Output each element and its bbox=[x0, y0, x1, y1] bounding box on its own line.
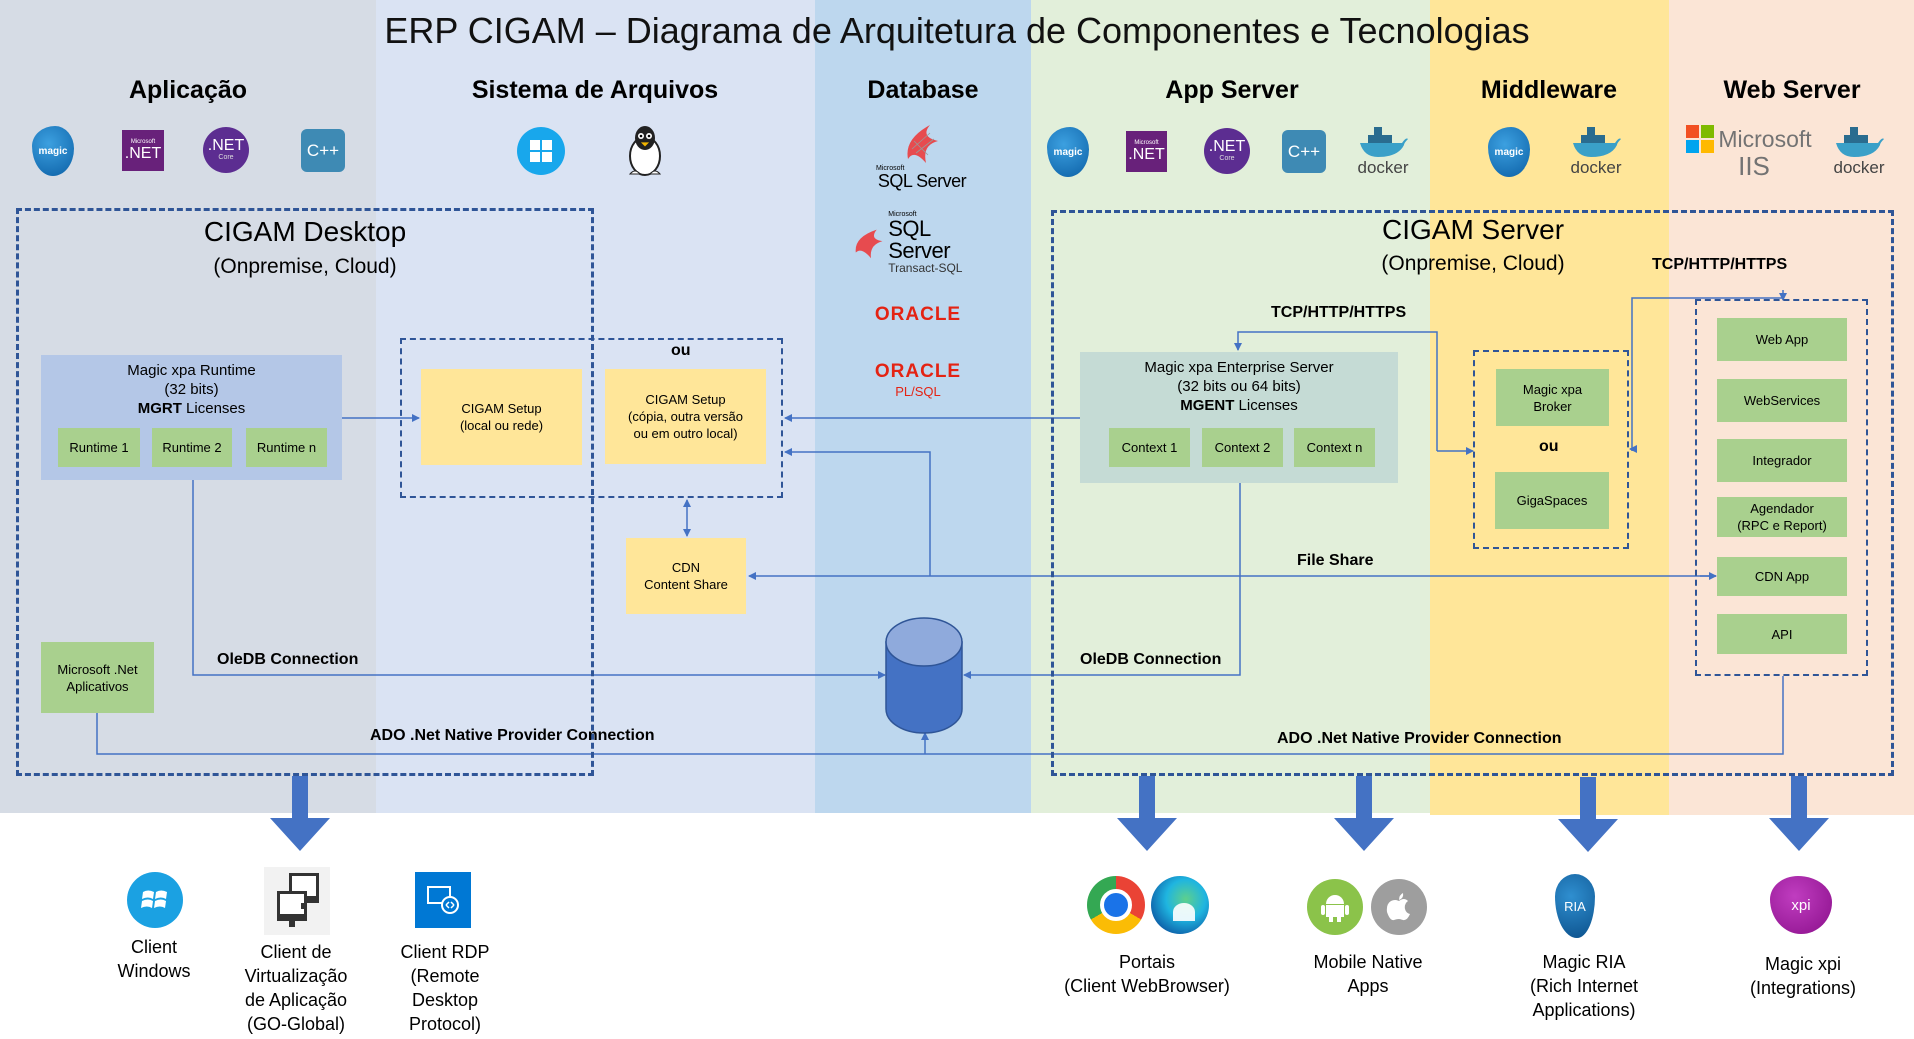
runtime-1-box: Runtime 1 bbox=[58, 428, 140, 467]
net-core-logo-icon: .NET Core bbox=[1204, 128, 1250, 174]
line-fileshare-to-setup-copy bbox=[784, 448, 931, 576]
or-label-setup: ou bbox=[671, 342, 691, 359]
context-2-box: Context 2 bbox=[1202, 428, 1283, 467]
tcp-http-https-label-1: TCP/HTTP/HTTPS bbox=[1271, 304, 1407, 321]
api-box: API bbox=[1717, 614, 1847, 654]
microsoft-net-logo-icon: Microsoft .NET bbox=[122, 130, 164, 171]
android-icon bbox=[1307, 879, 1363, 935]
tcp-http-https-label-2: TCP/HTTP/HTTPS bbox=[1652, 256, 1788, 273]
column-header-middleware: Middleware bbox=[1480, 76, 1618, 104]
column-header-aplicacao: Aplicação bbox=[128, 76, 248, 104]
middleware-group bbox=[1473, 350, 1629, 549]
cigam-server-title: CIGAM Server bbox=[1381, 214, 1565, 245]
runtime-2-box: Runtime 2 bbox=[152, 428, 232, 467]
column-header-sistema-arquivos: Sistema de Arquivos bbox=[471, 76, 719, 104]
client-magic-ria-label: Magic RIA (Rich Internet Applications) bbox=[1529, 952, 1639, 1020]
down-arrow-portais-icon bbox=[1117, 776, 1177, 851]
oledb-connection-right-label: OleDB Connection bbox=[1080, 651, 1222, 668]
webservices-box: WebServices bbox=[1717, 379, 1847, 422]
magic-logo-icon: magic bbox=[1488, 127, 1530, 177]
cigam-desktop-title: CIGAM Desktop bbox=[203, 216, 407, 247]
client-windows-label: Client Windows bbox=[117, 937, 191, 981]
cigam-desktop-group bbox=[16, 208, 594, 776]
docker-logo-icon: docker bbox=[1350, 122, 1416, 180]
microsoft-net-logo-icon: Microsoft .NET bbox=[1126, 131, 1167, 172]
cdn-content-share-box: CDN Content Share bbox=[626, 538, 746, 614]
cpp-logo-icon: C++ bbox=[301, 129, 345, 172]
cdn-app-box: CDN App bbox=[1717, 557, 1847, 596]
cigam-server-group bbox=[1051, 210, 1894, 776]
client-rdp-label: Client RDP (Remote Desktop Protocol) bbox=[400, 942, 490, 1034]
diagram-title: ERP CIGAM – Diagrama de Arquitetura de C… bbox=[384, 10, 1530, 51]
column-header-database: Database bbox=[867, 76, 979, 104]
database-cylinder-icon bbox=[885, 617, 963, 734]
linux-tux-icon bbox=[622, 123, 668, 179]
magic-xpi-icon: xpi bbox=[1770, 876, 1832, 934]
context-n-box: Context n bbox=[1294, 428, 1375, 467]
line-oledb-right bbox=[963, 483, 1241, 679]
column-header-web-server: Web Server bbox=[1723, 76, 1861, 104]
client-magic-xpi-label: Magic xpi (Integrations) bbox=[1749, 954, 1857, 998]
virtualization-monitor-icon bbox=[264, 867, 330, 935]
docker-logo-icon: docker bbox=[1826, 122, 1892, 180]
runtime-n-box: Runtime n bbox=[246, 428, 327, 467]
web-app-box: Web App bbox=[1717, 318, 1847, 361]
rdp-client-icon bbox=[415, 872, 471, 928]
docker-logo-icon: docker bbox=[1563, 122, 1629, 180]
edge-browser-icon bbox=[1151, 876, 1209, 934]
sql-server-logo-icon: Microsoft SQL Server bbox=[872, 118, 972, 190]
apple-icon bbox=[1371, 879, 1427, 935]
net-core-logo-icon: .NET Core bbox=[203, 127, 249, 173]
client-mobile-label: Mobile Native Apps bbox=[1313, 952, 1423, 996]
down-arrow-desktop-icon bbox=[270, 776, 330, 851]
sql-server-tsql-logo-icon: Microsoft SQL Server Transact-SQL bbox=[852, 211, 992, 275]
cigam-server-subtitle: (Onpremise, Cloud) bbox=[1381, 252, 1565, 275]
magic-logo-icon: magic bbox=[1047, 127, 1089, 177]
oracle-plsql-logo-icon: ORACLE PL/SQL bbox=[874, 361, 962, 399]
line-tcp-enterprise-middleware bbox=[1234, 331, 1438, 451]
microsoft-iis-logo-icon: Microsoft IIS bbox=[1684, 124, 1814, 180]
cigam-setup-copy-box: CIGAM Setup (cópia, outra versão ou em o… bbox=[605, 369, 766, 464]
magic-logo-icon: magic bbox=[32, 126, 74, 176]
down-arrow-xpi-icon bbox=[1769, 776, 1829, 851]
cigam-setup-group bbox=[400, 338, 783, 498]
down-arrow-ria-icon bbox=[1558, 777, 1618, 852]
chrome-browser-icon bbox=[1087, 876, 1145, 934]
agendador-box: Agendador (RPC e Report) bbox=[1717, 497, 1847, 537]
cpp-logo-icon: C++ bbox=[1282, 130, 1326, 173]
integrador-box: Integrador bbox=[1717, 439, 1847, 482]
oracle-logo-icon: ORACLE bbox=[874, 304, 962, 325]
down-arrow-mobile-icon bbox=[1334, 776, 1394, 851]
oledb-connection-left-label: OleDB Connection bbox=[217, 651, 359, 668]
ado-connection-right-label: ADO .Net Native Provider Connection bbox=[1277, 730, 1562, 747]
file-share-label: File Share bbox=[1297, 552, 1374, 569]
column-header-app-server: App Server bbox=[1165, 76, 1299, 104]
windows-client-icon bbox=[127, 872, 183, 928]
web-server-group bbox=[1695, 299, 1868, 676]
client-virtualizacao-label: Client de Virtualização de Aplicação (GO… bbox=[244, 942, 348, 1034]
or-label-middleware: ou bbox=[1539, 438, 1559, 455]
microsoft-net-apps-box: Microsoft .Net Aplicativos bbox=[41, 642, 154, 713]
cigam-desktop-subtitle: (Onpremise, Cloud) bbox=[213, 255, 397, 278]
context-1-box: Context 1 bbox=[1109, 428, 1190, 467]
gigaspaces-box: GigaSpaces bbox=[1495, 472, 1609, 529]
client-portais-label: Portais (Client WebBrowser) bbox=[1064, 952, 1230, 996]
windows-logo-icon bbox=[517, 127, 565, 175]
line-ado-left bbox=[96, 676, 1784, 755]
cigam-setup-local-box: CIGAM Setup (local ou rede) bbox=[421, 369, 582, 465]
line-oledb-left bbox=[192, 480, 886, 679]
magic-xpa-broker-box: Magic xpa Broker bbox=[1496, 369, 1609, 426]
magic-ria-icon: RIA bbox=[1555, 874, 1595, 938]
ado-connection-left-label: ADO .Net Native Provider Connection bbox=[370, 727, 655, 744]
